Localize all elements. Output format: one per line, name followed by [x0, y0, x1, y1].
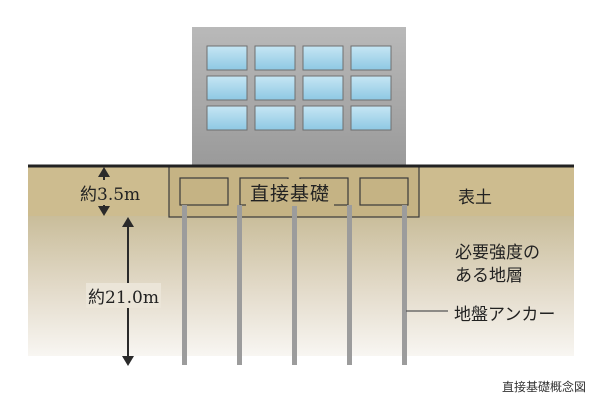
- building-window: [302, 75, 344, 101]
- building-window: [350, 75, 392, 101]
- ground-anchor-pile: [182, 205, 187, 365]
- building-window: [350, 45, 392, 71]
- building-windows: [206, 45, 392, 131]
- building-window: [254, 75, 296, 101]
- ground-anchor-pile: [292, 205, 297, 365]
- foundation-label: 直接基礎: [246, 179, 335, 206]
- ground-anchor-label: 地盤アンカー: [454, 305, 556, 325]
- ground-anchor-pile: [402, 205, 407, 365]
- foundation-block: [359, 177, 409, 206]
- building-window: [206, 105, 248, 131]
- ground-anchor-pile: [237, 205, 242, 365]
- bearing-depth-label: 約21.0m: [86, 283, 161, 308]
- building-window: [206, 45, 248, 71]
- diagram-caption: 直接基礎概念図: [501, 380, 586, 394]
- building-window: [254, 105, 296, 131]
- building-window: [350, 105, 392, 131]
- bearing-layer-label-line1: 必要強度の: [455, 243, 540, 263]
- topsoil-label: 表土: [458, 188, 492, 208]
- foundation-block: [179, 177, 229, 206]
- building-window: [206, 75, 248, 101]
- topsoil-depth-label: 約3.5m: [78, 180, 143, 205]
- ground-anchor-piles: [182, 205, 407, 365]
- building-window: [254, 45, 296, 71]
- bearing-layer-label-line2: ある地層: [455, 266, 523, 286]
- building-window: [302, 45, 344, 71]
- ground-anchor-pile: [347, 205, 352, 365]
- building-window: [302, 105, 344, 131]
